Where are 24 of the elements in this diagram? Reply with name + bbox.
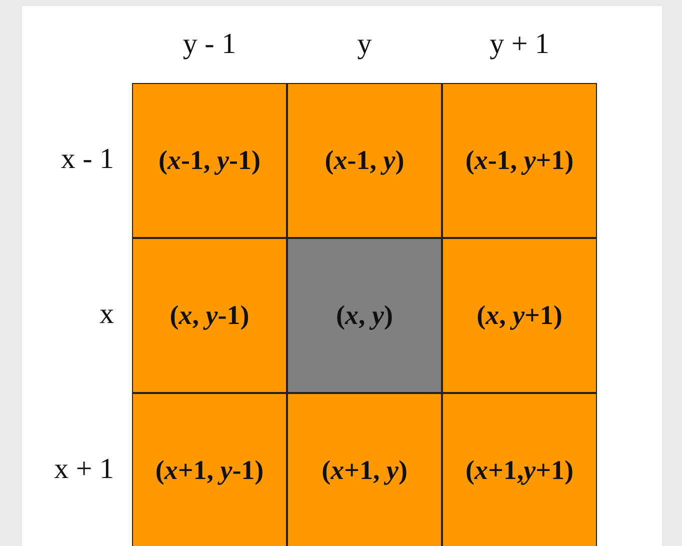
column-header: y - 1 xyxy=(182,28,236,61)
column-header: y + 1 xyxy=(490,28,550,61)
grid-cell xyxy=(442,238,597,393)
grid-cell xyxy=(132,393,287,546)
grid-cell xyxy=(287,393,442,546)
grid-cell xyxy=(132,238,287,393)
grid-cell xyxy=(287,238,442,393)
coordinate-label: (x+1, y-1) xyxy=(155,455,264,486)
coordinate-label: (x-1, y-1) xyxy=(158,145,260,176)
grid-cell xyxy=(287,83,442,238)
coordinate-label: (x+1, y) xyxy=(322,455,408,486)
coordinate-label: (x+1,y+1) xyxy=(465,455,574,486)
column-header: y xyxy=(357,28,372,61)
row-header: x - 1 xyxy=(60,142,114,176)
coordinate-label: (x-1, y+1) xyxy=(465,145,574,176)
coordinate-label: (x, y-1) xyxy=(170,300,250,331)
row-header: x + 1 xyxy=(54,452,114,486)
coordinate-label: (x, y+1) xyxy=(476,300,562,331)
grid-cell xyxy=(442,83,597,238)
row-header: x xyxy=(100,298,114,330)
grid-cell xyxy=(132,83,287,238)
coordinate-label: (x-1, y) xyxy=(324,145,404,176)
grid-cell xyxy=(442,393,597,546)
coordinate-label: (x, y) xyxy=(336,300,393,331)
